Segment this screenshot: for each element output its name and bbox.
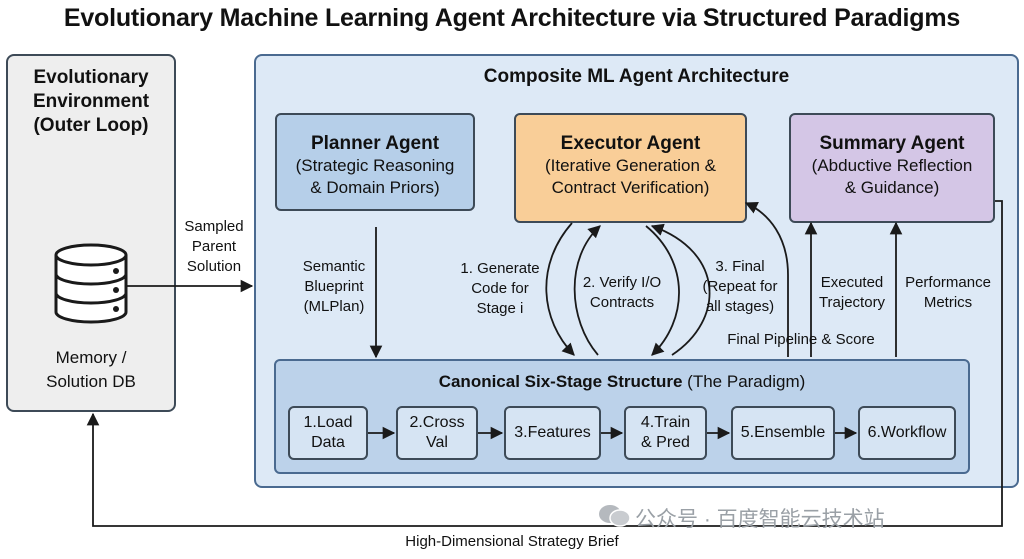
watermark-text: 公众号 · 百度智能云技术站 bbox=[635, 508, 885, 531]
executor-agent-desc: (Iterative Generation & Contract Verific… bbox=[516, 155, 745, 199]
planner-desc-line: (Strategic Reasoning bbox=[295, 156, 455, 175]
summary-agent-desc: (Abductive Reflection & Guidance) bbox=[791, 155, 993, 199]
generate-code-label: 1. Generate Code for Stage i bbox=[449, 259, 551, 319]
label-line: Blueprint bbox=[304, 278, 364, 295]
environment-title-line: (Outer Loop) bbox=[33, 115, 149, 136]
stage-label-line: 5.Ensemble bbox=[740, 424, 826, 441]
stage-workflow: 6.Workflow bbox=[858, 406, 956, 460]
label-line: 3. Final bbox=[715, 258, 765, 275]
label-line: all stages) bbox=[705, 298, 775, 315]
arrow-final-pipeline bbox=[744, 202, 789, 357]
sampled-parent-label: Sampled Parent Solution bbox=[176, 217, 252, 277]
stage-train-pred: 4.Train & Pred bbox=[624, 406, 707, 460]
label-line: Trajectory bbox=[818, 294, 886, 311]
arrow-verify-up bbox=[573, 225, 601, 356]
stage-label-line: 1.Load bbox=[303, 414, 353, 431]
label-line: Parent bbox=[191, 238, 237, 255]
composite-title: Composite ML Agent Architecture bbox=[483, 66, 790, 87]
stage-label-line: 4.Train bbox=[640, 414, 691, 431]
stage-ensemble: 5.Ensemble bbox=[731, 406, 835, 460]
label-line: Stage i bbox=[476, 300, 524, 317]
executor-desc-line: (Iterative Generation & bbox=[544, 156, 717, 175]
planner-desc-line: & Domain Priors) bbox=[310, 178, 440, 197]
stage-label-line: Val bbox=[426, 434, 448, 451]
label-line: Code for bbox=[471, 280, 529, 297]
label-line: Sampled bbox=[184, 218, 244, 235]
arrow-generate bbox=[545, 222, 575, 356]
arrow-verify-down bbox=[645, 225, 680, 356]
arrow-strategy-brief bbox=[86, 200, 1003, 527]
stage-label-line: Data bbox=[311, 434, 345, 451]
canonical-title-bold: Canonical Six-Stage Structure bbox=[438, 372, 683, 391]
stage-label-line: 2.Cross bbox=[409, 414, 465, 431]
label-line: Semantic bbox=[302, 258, 366, 275]
label-line: Solution bbox=[186, 258, 242, 275]
database-icon bbox=[54, 243, 128, 324]
label-line: Performance bbox=[905, 274, 991, 291]
label-line: (Repeat for bbox=[702, 278, 778, 295]
planner-agent-desc: (Strategic Reasoning & Domain Priors) bbox=[277, 155, 473, 199]
memory-label: Memory / Solution DB bbox=[8, 346, 174, 394]
label-line: Contracts bbox=[589, 294, 655, 311]
canonical-structure-box: Canonical Six-Stage Structure (The Parad… bbox=[274, 359, 970, 474]
label-line: (MLPlan) bbox=[303, 298, 365, 315]
stage-label-line: 3.Features bbox=[514, 424, 591, 441]
executor-desc-line: Contract Verification) bbox=[551, 178, 710, 197]
label-line: 2. Verify I/O bbox=[582, 274, 662, 291]
memory-label-line: Solution DB bbox=[46, 372, 136, 391]
environment-title-line: Environment bbox=[32, 91, 150, 112]
environment-title-line: Evolutionary bbox=[33, 67, 149, 88]
canonical-title-rest: (The Paradigm) bbox=[687, 372, 806, 391]
executed-trajectory-label: Executed Trajectory bbox=[808, 273, 896, 313]
stage-label-line: & Pred bbox=[641, 434, 690, 451]
executor-agent-name: Executor Agent bbox=[560, 133, 701, 154]
label-line: 1. Generate bbox=[460, 260, 540, 277]
summary-desc-line: (Abductive Reflection bbox=[811, 156, 973, 175]
canonical-title: Canonical Six-Stage Structure (The Parad… bbox=[276, 372, 968, 392]
stage-label-line: 6.Workflow bbox=[867, 424, 947, 441]
wechat-icon bbox=[597, 502, 631, 534]
final-repeat-label: 3. Final (Repeat for all stages) bbox=[692, 257, 788, 317]
final-pipeline-label: Final Pipeline & Score bbox=[727, 331, 875, 348]
arrow-final-repeat bbox=[650, 223, 711, 356]
stage-features: 3.Features bbox=[504, 406, 601, 460]
summary-agent-name: Summary Agent bbox=[819, 133, 965, 154]
evolutionary-environment-box: Evolutionary Environment (Outer Loop) Me… bbox=[6, 54, 176, 412]
memory-label-line: Memory / bbox=[55, 348, 127, 367]
performance-metrics-label: Performance Metrics bbox=[896, 273, 1000, 313]
label-line: Metrics bbox=[923, 294, 973, 311]
planner-agent-box: Planner Agent (Strategic Reasoning & Dom… bbox=[275, 113, 475, 211]
page-title: Evolutionary Machine Learning Agent Arch… bbox=[63, 4, 961, 32]
semantic-blueprint-label: Semantic Blueprint (MLPlan) bbox=[292, 257, 376, 317]
verify-contracts-label: 2. Verify I/O Contracts bbox=[568, 273, 676, 313]
executor-agent-box: Executor Agent (Iterative Generation & C… bbox=[514, 113, 747, 223]
watermark: 公众号 · 百度智能云技术站 bbox=[597, 502, 885, 534]
planner-agent-name: Planner Agent bbox=[310, 133, 440, 154]
environment-title: Evolutionary Environment (Outer Loop) bbox=[8, 66, 174, 138]
summary-desc-line: & Guidance) bbox=[844, 178, 940, 197]
label-line: Executed bbox=[820, 274, 884, 291]
summary-agent-box: Summary Agent (Abductive Reflection & Gu… bbox=[789, 113, 995, 223]
strategy-brief-label: High-Dimensional Strategy Brief bbox=[405, 533, 619, 550]
